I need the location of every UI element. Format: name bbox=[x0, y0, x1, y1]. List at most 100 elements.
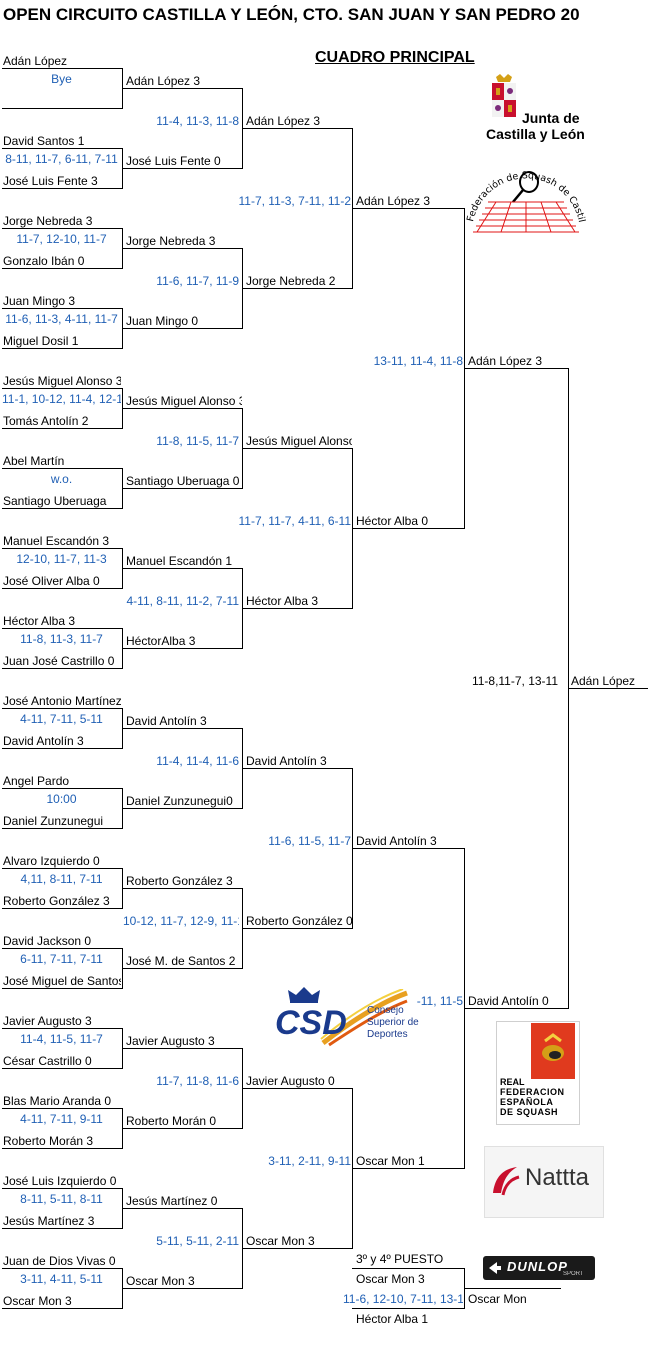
csd-logo-main: CSD bbox=[275, 1004, 347, 1042]
dunlop-logo: DUNLOP SPORT bbox=[483, 1256, 595, 1280]
round2-match-score: 5-11, 5-11, 2-11 bbox=[156, 1234, 239, 1248]
round1-player-top: Jesús Miguel Alonso 3 bbox=[3, 374, 121, 388]
round1-player-bottom: Daniel Zunzunegui bbox=[3, 814, 104, 828]
round1-player-bottom: Roberto Morán 3 bbox=[3, 1134, 94, 1148]
round1-player-bottom: César Castrillo 0 bbox=[3, 1054, 92, 1068]
bracket-line bbox=[2, 68, 123, 69]
third-place-player-bottom: Héctor Alba 1 bbox=[356, 1312, 429, 1326]
round1-winner: Oscar Mon 3 bbox=[126, 1274, 195, 1288]
bracket-line bbox=[122, 1288, 243, 1289]
round1-match-score: 11-1, 10-12, 11-4, 12-10, 11 bbox=[2, 392, 121, 406]
bracket-line bbox=[242, 128, 353, 129]
csd-logo-line2: Superior de bbox=[367, 1017, 419, 1028]
bracket-line bbox=[242, 1088, 353, 1089]
round1-winner: Jesús Martínez 0 bbox=[126, 1194, 218, 1208]
round1-player-bottom: Tomás Antolín 2 bbox=[3, 414, 89, 428]
bracket-line bbox=[242, 928, 353, 929]
bracket-line bbox=[2, 1188, 123, 1189]
bracket-line bbox=[122, 408, 243, 409]
round1-winner: Jesús Miguel Alonso 3 bbox=[126, 394, 242, 408]
bracket-line bbox=[2, 108, 123, 109]
round2-winner: Jorge Nebreda 2 bbox=[246, 274, 336, 288]
round1-player-top: Adán López bbox=[3, 54, 68, 68]
round1-winner: Roberto Morán 0 bbox=[126, 1114, 217, 1128]
round1-match-score: 11-8, 11-3, 11-7 bbox=[20, 632, 103, 646]
bracket-line bbox=[352, 848, 465, 849]
csd-logo: CSD Consejo Superior de Deportes bbox=[275, 985, 425, 1050]
rfes-emblem-icon bbox=[531, 1023, 575, 1079]
bracket-line bbox=[352, 1168, 465, 1169]
bracket-line bbox=[242, 288, 353, 289]
round3-winner: Héctor Alba 0 bbox=[356, 514, 429, 528]
round1-player-top: José Luis Izquierdo 0 bbox=[3, 1174, 117, 1188]
bracket-line bbox=[242, 1248, 353, 1249]
csd-logo-line3: Deportes bbox=[367, 1029, 408, 1040]
round1-match-score: 8-11, 11-7, 6-11, 7-11 bbox=[5, 152, 118, 166]
bracket-line bbox=[464, 368, 569, 369]
champion: Adán López bbox=[571, 674, 636, 688]
round3-match-score: 3-11, 2-11, 9-11 bbox=[268, 1154, 351, 1168]
bracket-line bbox=[568, 688, 648, 689]
round1-match-score: 4,11, 8-11, 7-11 bbox=[20, 872, 103, 886]
bracket-line bbox=[122, 648, 243, 649]
bracket-line bbox=[242, 608, 353, 609]
round2-match-score: 11-6, 11-7, 11-9 bbox=[156, 274, 239, 288]
bracket-line bbox=[2, 348, 123, 349]
bracket-line bbox=[2, 868, 123, 869]
bracket-line bbox=[122, 808, 243, 809]
round1-winner: HéctorAlba 3 bbox=[126, 634, 196, 648]
squash-racket-icon: Federación de Squash de Castilla y León bbox=[460, 148, 587, 233]
bracket-line bbox=[2, 948, 123, 949]
bracket-line bbox=[122, 1048, 243, 1049]
bracket-line bbox=[2, 828, 123, 829]
round2-winner: Héctor Alba 3 bbox=[246, 594, 319, 608]
bracket-line bbox=[2, 1308, 123, 1309]
dunlop-logo-text: DUNLOP bbox=[507, 1260, 568, 1274]
round3-winner: Adán López 3 bbox=[356, 194, 431, 208]
bracket-line bbox=[2, 748, 123, 749]
rfes-logo-line2: FEDERACION bbox=[500, 1087, 565, 1097]
round1-winner: Roberto González 3 bbox=[126, 874, 233, 888]
bracket-line bbox=[2, 628, 123, 629]
round1-player-bottom: David Antolín 3 bbox=[3, 734, 84, 748]
bracket-line bbox=[2, 228, 123, 229]
bracket-line bbox=[2, 1108, 123, 1109]
bracket-line bbox=[122, 968, 243, 969]
round2-match-score: 11-7, 11-8, 11-6 bbox=[156, 1074, 239, 1088]
nattta-logo: Nattta bbox=[484, 1146, 604, 1218]
round2-winner: Adán López 3 bbox=[246, 114, 321, 128]
bracket-line bbox=[122, 888, 243, 889]
page-title: OPEN CIRCUITO CASTILLA Y LEÓN, CTO. SAN … bbox=[3, 5, 580, 24]
bracket-subtitle: CUADRO PRINCIPAL bbox=[315, 49, 475, 66]
bracket-line bbox=[122, 728, 243, 729]
bracket-line bbox=[122, 568, 243, 569]
round1-player-bottom: José Miguel de Santos 3 bbox=[3, 974, 121, 988]
third-place-winner: Oscar Mon bbox=[468, 1292, 527, 1306]
bracket-line bbox=[2, 548, 123, 549]
bracket-line bbox=[122, 248, 243, 249]
bracket-line bbox=[2, 1028, 123, 1029]
round2-match-score: 11-8, 11-5, 11-7 bbox=[156, 434, 239, 448]
round1-player-bottom: Gonzalo Ibán 0 bbox=[3, 254, 85, 268]
round2-winner: Oscar Mon 3 bbox=[246, 1234, 315, 1248]
bracket-line bbox=[122, 1208, 243, 1209]
rfes-logo-line4: DE SQUASH bbox=[500, 1107, 559, 1117]
third-place-match-score: 11-6, 12-10, 7-11, 13-11 bbox=[343, 1292, 463, 1306]
round1-player-bottom: Oscar Mon 3 bbox=[3, 1294, 72, 1308]
bracket-line bbox=[2, 388, 123, 389]
round1-player-top: Jorge Nebreda 3 bbox=[3, 214, 93, 228]
fsqcyl-logo: Federación de Squash de Castilla y León bbox=[460, 148, 589, 238]
round1-player-bottom: Jesús Martínez 3 bbox=[3, 1214, 95, 1228]
round4-match-score: -11, 11-5 bbox=[416, 994, 463, 1008]
bracket-line bbox=[352, 1268, 465, 1269]
bracket-line bbox=[2, 708, 123, 709]
bracket-line bbox=[352, 1308, 465, 1309]
bracket-line bbox=[2, 788, 123, 789]
jcyl-logo-line1: Junta de bbox=[522, 110, 580, 126]
round3-match-score: 11-7, 11-7, 4-11, 6-11 bbox=[238, 514, 351, 528]
bracket-line bbox=[122, 488, 243, 489]
round2-winner: Roberto González 0 bbox=[246, 914, 352, 928]
jcyl-logo: Junta de Castilla y León bbox=[480, 72, 600, 144]
bracket-line bbox=[2, 1068, 123, 1069]
